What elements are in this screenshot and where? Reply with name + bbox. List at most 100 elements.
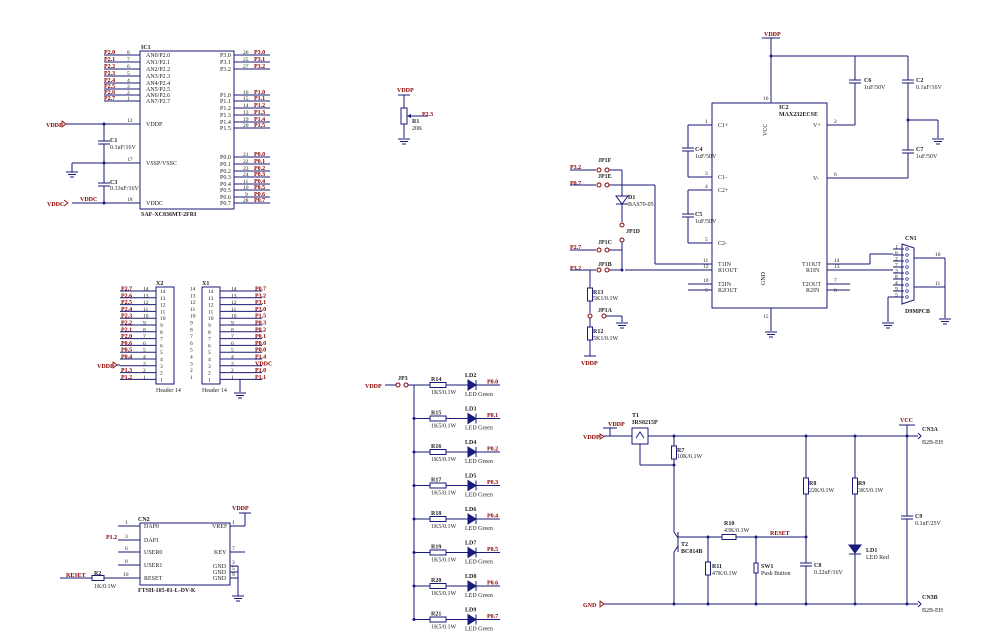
cn3b-value: B2B-EH: [922, 608, 944, 614]
sw1-value: Push Button: [761, 571, 791, 577]
pin-number: 9: [232, 572, 235, 578]
pin-number: 5: [143, 348, 146, 354]
net-label: P0.6: [487, 581, 498, 587]
r12-ref: R12: [593, 329, 603, 335]
pin-number: 24: [243, 172, 249, 178]
pin-name: V+: [813, 123, 821, 129]
r7-ref: R7: [677, 448, 684, 454]
pin-number-right: 12: [231, 300, 237, 306]
pin-number: 10: [243, 185, 249, 191]
pin-number: 5: [895, 293, 898, 299]
net-label: P0.4: [121, 355, 132, 361]
pin-name: AN4/P2.4: [146, 81, 170, 87]
reset-label: RESET: [66, 573, 86, 579]
net-label: P0.7: [255, 287, 266, 293]
ic2-ref: IC2: [779, 105, 789, 111]
p27-label: P2.7: [570, 245, 581, 251]
pin-number: 23: [243, 166, 249, 172]
pin-number-right: 2: [231, 368, 234, 374]
pin-number: 3: [895, 269, 898, 275]
cn3a-value: B2B-EH: [922, 440, 944, 446]
pin-number: 13: [243, 110, 249, 116]
net-label: P0.0: [254, 152, 265, 158]
net-label: P3.0: [255, 307, 266, 313]
vddp-bot-label: VDDP: [581, 361, 598, 367]
net-label: P1.2: [121, 375, 132, 381]
pin-number: 14: [143, 287, 149, 293]
pin-name: T1OUT: [802, 262, 821, 268]
c2-value: 0.1uF/16V: [916, 85, 943, 91]
led-ref: LD7: [465, 541, 476, 547]
jp1b-ref: JP1B: [598, 262, 612, 268]
resistor-ref: R20: [431, 578, 441, 584]
pin-name: P1.1: [220, 99, 231, 105]
pin-number-inner: 1: [208, 377, 211, 383]
net-label: P0.4: [487, 514, 498, 520]
pin-number-inner: 14: [208, 289, 214, 295]
pin-number: 7: [143, 334, 146, 340]
pin-number: 6: [895, 251, 898, 257]
led-ref: LD2: [465, 373, 476, 379]
x1-label: Header 14: [202, 388, 227, 394]
c6-ref: C6: [864, 78, 871, 84]
net-label: P0.0: [255, 348, 266, 354]
pin-number: 8: [127, 50, 130, 56]
pin-name: P1.2: [220, 106, 231, 112]
c4-value: 1uF/50V: [695, 154, 717, 160]
pin-number-inner: 11: [208, 309, 214, 315]
pin-number-inner: 5: [160, 350, 163, 356]
c9-ref: C9: [915, 514, 922, 520]
resistor-value: 1K5/0.1W: [431, 457, 457, 463]
pin-name: AN2/P2.2: [146, 67, 170, 73]
led-ref: LD8: [465, 574, 476, 580]
t1-ref: T1: [632, 413, 639, 419]
power-section: VDDP VDDP T1 IRS8215P R7 10K/0.1W T2 BC8…: [583, 413, 944, 614]
pin-number: 9: [190, 321, 193, 327]
c7-value: 1uF/50V: [916, 154, 938, 160]
net-label: P2.2: [121, 321, 132, 327]
net-label: P0.3: [255, 321, 266, 327]
pin-number: 8: [895, 275, 898, 281]
ic1-pin-p2-4: P2.4 4 AN4/P2.4: [104, 78, 170, 87]
r11-value: 47K/0.1W: [712, 571, 738, 577]
c7-ref: C7: [916, 147, 923, 153]
d1-value: BAS70-05: [628, 202, 654, 208]
r9-value: 3K5/0.1W: [858, 488, 884, 494]
net-label: P3.0: [254, 50, 265, 56]
pin-number: 3: [705, 171, 708, 177]
ic1-part: SAF-XC836MT-2FRI: [141, 212, 197, 218]
net-label: P0.3: [487, 480, 498, 486]
pin-name: DAP0: [144, 524, 159, 530]
pin-number-right: 9: [231, 321, 234, 327]
pin-number-right: 14: [231, 287, 237, 293]
pin-number: 9: [245, 192, 248, 198]
pin-number: 8: [834, 288, 837, 294]
pin-number: 1: [125, 520, 128, 526]
ic1-body: [139, 50, 235, 210]
pin-number: 15: [243, 96, 249, 102]
c5-value: 1uF/50V: [695, 219, 717, 225]
c3-value: 0.33uF/16V: [110, 186, 140, 192]
net-label: P1.3: [254, 110, 265, 116]
pin-number: 3: [143, 361, 146, 367]
pin-number: 5: [232, 566, 235, 572]
resistor-value: 1K5/0.1W: [431, 625, 457, 631]
pin-number: 20: [243, 123, 249, 129]
jp3-ref: JP3: [398, 376, 408, 382]
pin-number-right: 4: [231, 355, 234, 361]
cn3b-ref: CN3B: [922, 595, 938, 601]
cn2-part: FTSH-105-01-L-DV-K: [138, 588, 196, 594]
jp1a-ref: JP1A: [598, 308, 613, 314]
jp1c-ref: JP1C: [598, 240, 612, 246]
pin-number-inner: 9: [160, 323, 163, 329]
pin-name: AN5/P2.5: [146, 87, 170, 93]
